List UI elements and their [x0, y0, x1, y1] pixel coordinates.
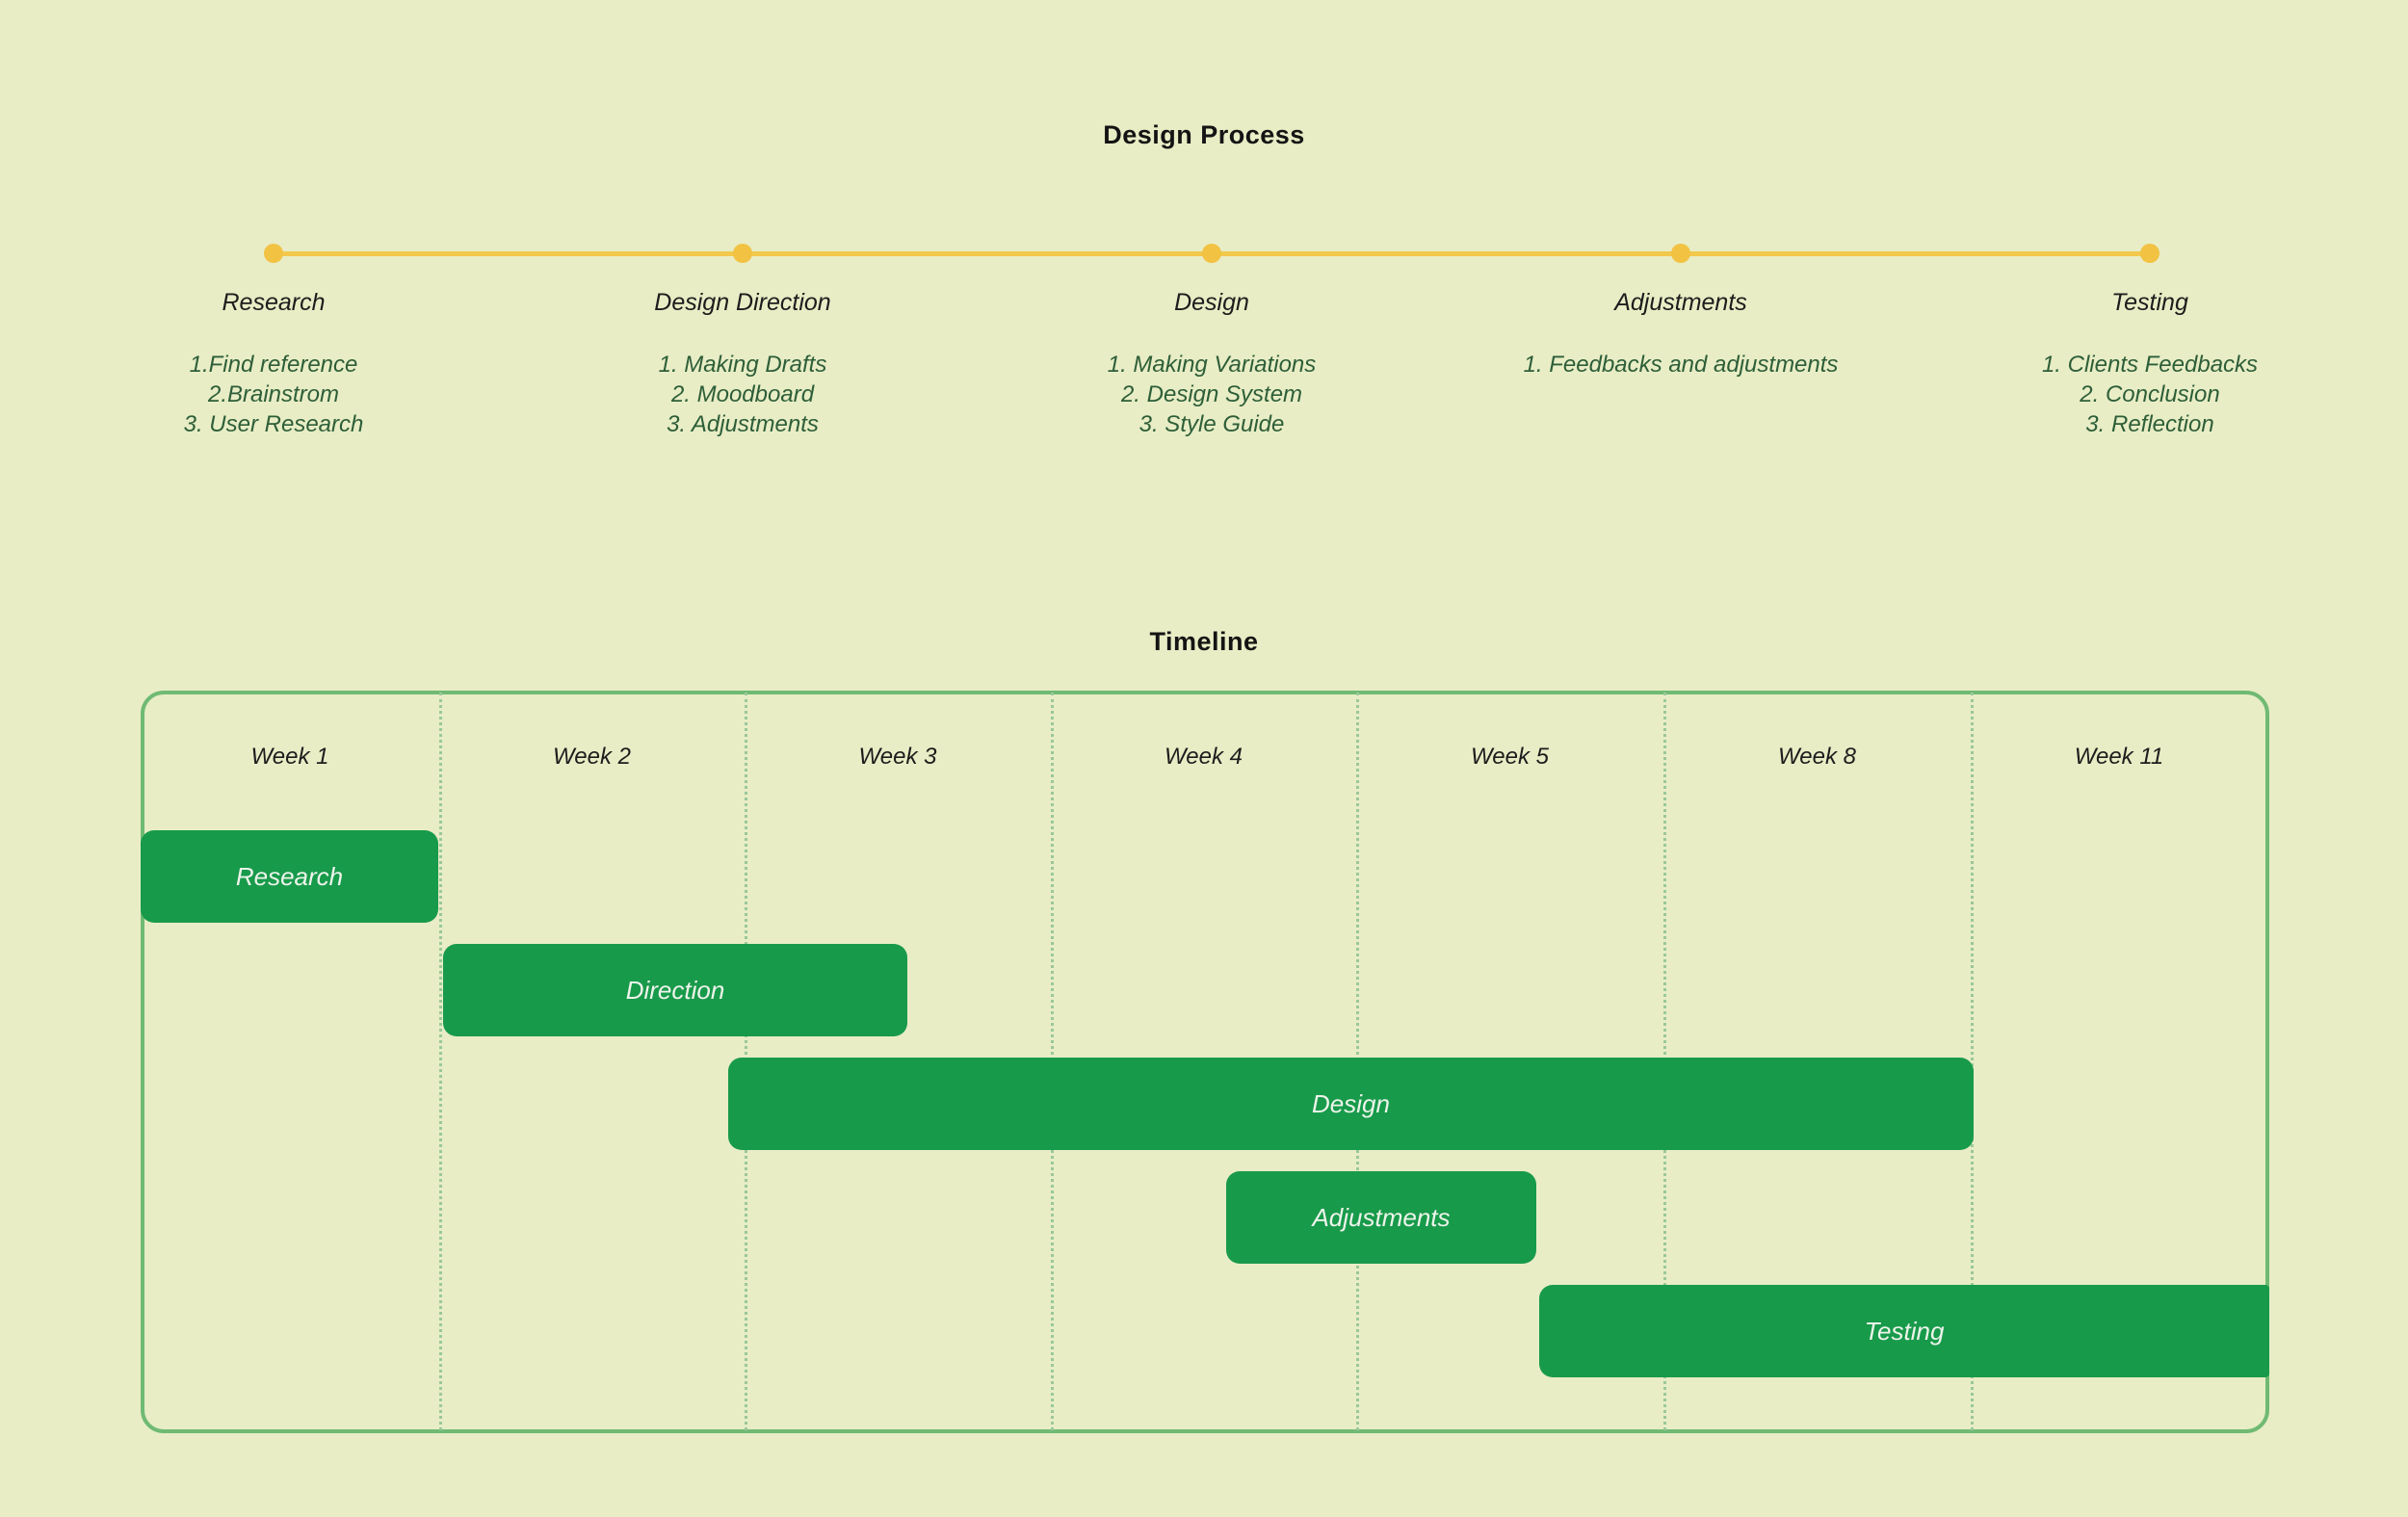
stage-item: 3. Style Guide [1139, 411, 1285, 437]
timeline-box [141, 691, 2269, 1433]
gantt-bar-adjustments: Adjustments [1226, 1171, 1536, 1264]
week-header-8: Week 8 [1778, 744, 1856, 770]
stage-item-list: 1.Find reference 2.Brainstrom 3. User Re… [62, 350, 485, 439]
stage-item: 2.Brainstrom [207, 381, 340, 407]
gantt-bar-direction: Direction [443, 944, 907, 1036]
milestone-dot-adjustments [1671, 244, 1690, 263]
week-header-1: Week 1 [250, 744, 329, 770]
week-header-3: Week 3 [858, 744, 937, 770]
stage-item: 3. User Research [183, 411, 364, 437]
stage-design-direction: Design Direction 1. Making Drafts 2. Moo… [531, 289, 955, 439]
stage-label: Design Direction [654, 289, 831, 316]
stage-item: 2. Design System [1120, 381, 1303, 407]
week-separator [439, 693, 442, 1430]
stage-item-list: 1. Feedbacks and adjustments [1469, 350, 1893, 379]
stage-item-list: 1. Making Drafts 2. Moodboard 3. Adjustm… [531, 350, 955, 439]
stage-item: 3. Adjustments [667, 411, 819, 437]
stage-adjustments: Adjustments 1. Feedbacks and adjustments [1469, 289, 1893, 379]
stage-item: 3. Reflection [2085, 411, 2214, 437]
week-separator [1971, 693, 1974, 1430]
stage-item: 1. Feedbacks and adjustments [1523, 352, 1839, 378]
week-header-11: Week 11 [2074, 744, 2164, 770]
gantt-bar-label: Adjustments [1312, 1202, 1451, 1232]
week-header-5: Week 5 [1471, 744, 1549, 770]
gantt-bar-label: Direction [625, 975, 725, 1005]
stage-item: 1.Find reference [189, 352, 358, 378]
gantt-bar-label: Research [235, 861, 344, 891]
stage-research: Research 1.Find reference 2.Brainstrom 3… [62, 289, 485, 439]
gantt-bar-label: Testing [1864, 1316, 1945, 1346]
stage-label: Adjustments [1614, 289, 1747, 316]
milestone-dot-design-direction [733, 244, 752, 263]
stage-item: 2. Conclusion [2080, 381, 2220, 407]
gantt-bar-testing: Testing [1539, 1285, 2269, 1377]
stage-item: 1. Clients Feedbacks [2041, 352, 2259, 378]
week-header-4: Week 4 [1165, 744, 1243, 770]
milestone-dot-design [1202, 244, 1221, 263]
stage-label: Testing [2111, 289, 2188, 316]
stage-item: 2. Moodboard [670, 381, 815, 407]
stage-label: Design [1174, 289, 1249, 316]
gantt-bar-label: Design [1312, 1088, 1390, 1118]
gantt-bar-research: Research [141, 830, 438, 923]
milestone-dot-research [264, 244, 283, 263]
stage-label: Research [222, 289, 326, 316]
stage-testing: Testing 1. Clients Feedbacks 2. Conclusi… [1938, 289, 2362, 439]
gantt-bar-design: Design [728, 1058, 1974, 1150]
timeline-section-title: Timeline [1149, 627, 1259, 656]
milestone-dot-testing [2140, 244, 2159, 263]
week-header-2: Week 2 [553, 744, 631, 770]
stage-item: 1. Making Variations [1107, 352, 1317, 378]
stage-item: 1. Making Drafts [658, 352, 827, 378]
stage-design: Design 1. Making Variations 2. Design Sy… [1000, 289, 1424, 439]
stage-item-list: 1. Making Variations 2. Design System 3.… [1000, 350, 1424, 439]
process-section-title: Design Process [1103, 120, 1305, 149]
stage-item-list: 1. Clients Feedbacks 2. Conclusion 3. Re… [1938, 350, 2362, 439]
